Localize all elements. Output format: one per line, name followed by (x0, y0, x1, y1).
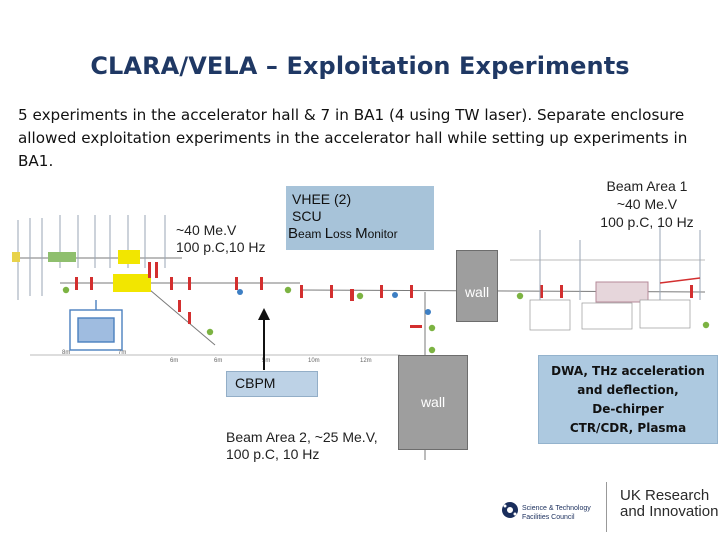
beam-area-1-line2: ~40 Me.V (616, 196, 678, 212)
beam-area-1-line1: Beam Area 1 (606, 178, 688, 194)
beam-area-2-line2: 100 p.C, 10 Hz (226, 446, 320, 462)
stfc-logo-text: Science & Technology Facilities Council (522, 504, 602, 522)
ba1-note-1: DWA, THz acceleration (551, 364, 705, 378)
linac-section (113, 274, 151, 292)
svg-text:12m: 12m (360, 358, 372, 364)
blm-l: L (324, 225, 334, 242)
beam-area-2-label: Beam Area 2, ~25 Me.V, 100 p.C, 10 Hz (226, 429, 378, 463)
intro-text: 5 experiments in the accelerator hall & … (18, 106, 688, 170)
scu-label: SCU (292, 208, 322, 224)
wall-bottom: wall (398, 355, 468, 450)
clara-1-marker (48, 252, 76, 262)
svg-text:6m: 6m (214, 358, 222, 364)
stfc-logo-icon (502, 502, 518, 518)
svg-text:7m: 7m (118, 350, 126, 356)
beam-area-1-label: Beam Area 1 ~40 Me.V 100 p.C, 10 Hz (582, 177, 712, 231)
wall-top: wall (456, 250, 498, 322)
stfc-line2: Facilities Council (522, 514, 575, 521)
blm-b: B (288, 225, 299, 242)
ba1-note-3: De-chirper (592, 402, 664, 416)
beam-area-2-line1: Beam Area 2, ~25 Me.V, (226, 429, 378, 445)
svg-text:5m: 5m (262, 358, 270, 364)
cbpm-label: CBPM (226, 371, 318, 397)
footer-divider (606, 482, 607, 532)
ba1-experiments-box: DWA, THz acceleration and deflection, De… (538, 355, 718, 444)
energy-left-line2: 100 p.C,10 Hz (176, 239, 266, 255)
energy-left-label: ~40 Me.V 100 p.C,10 Hz (176, 222, 266, 256)
ukri-line2: and Innovation (620, 503, 719, 520)
ba1-enclosure (529, 225, 701, 331)
beam-area-2-layout (69, 300, 123, 351)
blm-m: M (355, 225, 368, 242)
blm-oss: oss (333, 227, 356, 241)
beam-area-1-line3: 100 p.C, 10 Hz (600, 214, 694, 230)
vhee-label: VHEE (2) (292, 191, 352, 207)
ukri-logo-text: UK Research and Innovation (620, 488, 718, 520)
svg-text:8m: 8m (62, 350, 70, 356)
beam-loss-monitor-label: Beam Loss Monitor (288, 225, 434, 243)
stfc-line1: Science & Technology (522, 505, 591, 512)
blm-onitor: onitor (367, 227, 398, 241)
vhee-scu-blm-box: VHEE (2) SCU Beam Loss Monitor (286, 186, 434, 250)
ba1-red-arrow (659, 277, 701, 284)
svg-text:6m: 6m (170, 358, 178, 364)
energy-left-line1: ~40 Me.V (176, 222, 237, 238)
blm-eam: eam (298, 227, 325, 241)
ba1-note-2: and deflection, (577, 383, 679, 397)
ba1-note-4: CTR/CDR, Plasma (569, 421, 687, 435)
cbpm-arrow (258, 308, 270, 370)
svg-text:10m: 10m (308, 358, 320, 364)
ukri-line1: UK Research (620, 487, 710, 504)
slide-title: CLARA/VELA – Exploitation Experiments (90, 52, 630, 80)
